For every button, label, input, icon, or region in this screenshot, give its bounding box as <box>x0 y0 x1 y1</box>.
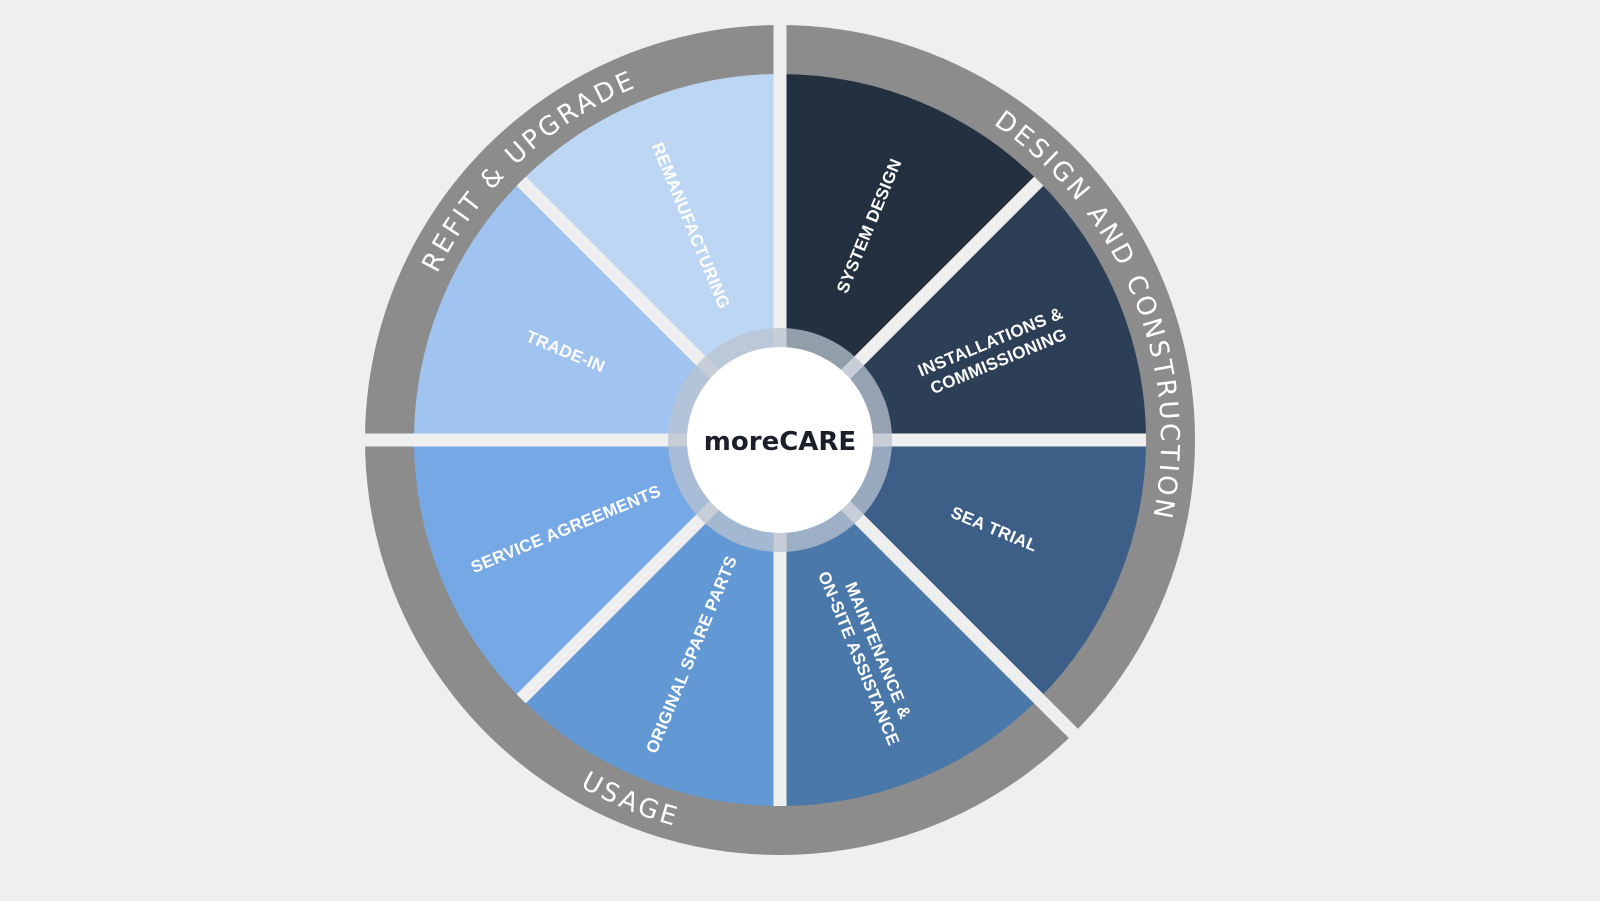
center-label: moreCARE <box>704 427 856 457</box>
service-segments <box>414 74 1146 806</box>
segment-trade-in <box>414 181 780 440</box>
segment-divider <box>516 498 722 704</box>
segment-dividers <box>359 19 1146 806</box>
segment-service-agreements <box>414 440 780 699</box>
center-hub: moreCARE <box>668 328 892 552</box>
segment-installations <box>780 181 1146 440</box>
segment-spare-parts <box>521 440 780 806</box>
segment-sea-trial <box>780 440 1146 699</box>
phase-ring <box>365 25 1195 856</box>
segment-divider <box>838 498 1083 743</box>
segment-maintenance <box>780 440 1039 806</box>
segment-remanufacturing <box>521 74 780 440</box>
phase-arc-design <box>780 25 1195 734</box>
segment-divider <box>516 176 722 382</box>
phase-arc-usage <box>365 440 1074 856</box>
phase-arc-refit <box>365 25 780 440</box>
segment-system-design <box>780 74 1039 440</box>
segment-divider <box>838 176 1044 382</box>
hub-circle <box>687 347 873 533</box>
